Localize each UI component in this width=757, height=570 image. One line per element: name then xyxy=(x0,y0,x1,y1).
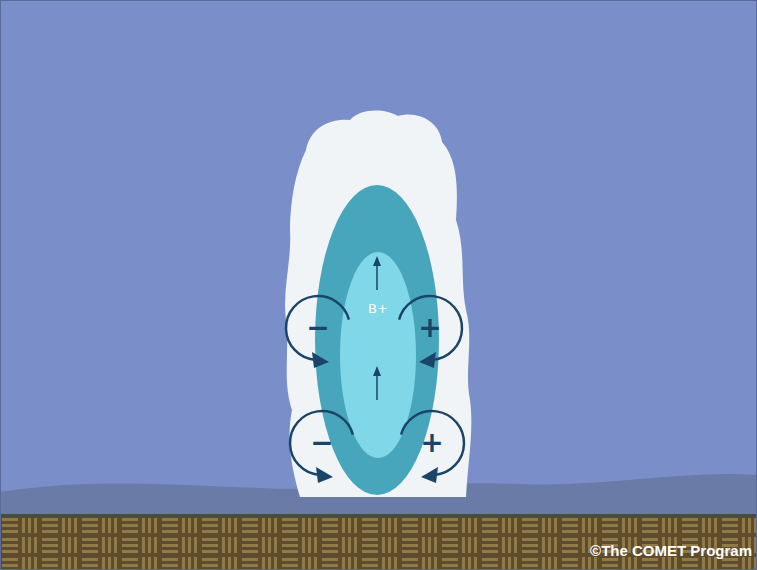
sign-label: + xyxy=(397,408,467,478)
sign-label: − xyxy=(287,408,357,478)
watermark: ©The COMET Program xyxy=(590,542,752,559)
rotation-circle: − xyxy=(283,293,353,363)
rotation-circle: + xyxy=(395,293,465,363)
rotation-circle: + xyxy=(397,408,467,478)
rotation-circle: − xyxy=(287,408,357,478)
buoyancy-label: B+ xyxy=(368,301,388,316)
sign-label: − xyxy=(283,293,353,363)
sign-label: + xyxy=(395,293,465,363)
